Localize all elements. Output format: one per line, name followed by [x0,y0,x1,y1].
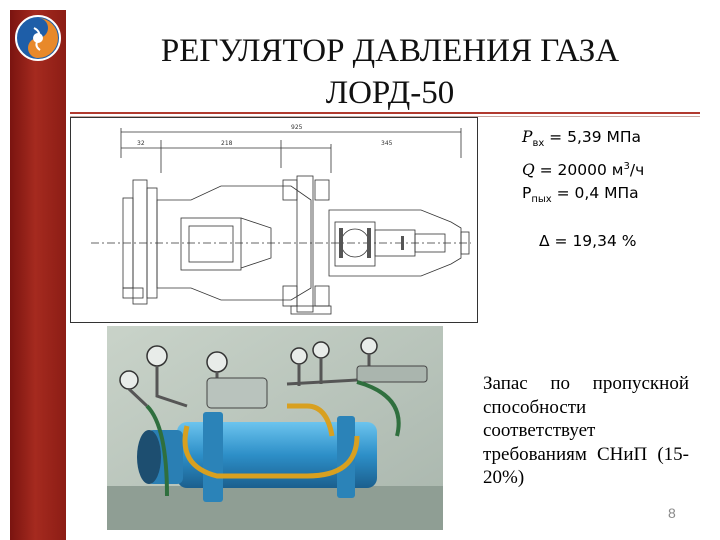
slide-title: РЕГУЛЯТОР ДАВЛЕНИЯ ГАЗА ЛОРД-50 [70,30,710,114]
param-flow-rate: Q = 20000 м3/ч [522,161,645,180]
title-divider [70,112,700,114]
title-line-2: ЛОРД-50 [325,75,455,111]
dimension-2: 218 [221,140,233,147]
parameters-block: Pвх = 5,39 МПа Q = 20000 м3/ч Pпых = 0,4… [522,126,644,211]
company-logo-icon [15,15,61,61]
technical-drawing: 925 32 218 345 [70,117,478,323]
dimension-1: 32 [137,140,145,147]
title-line-1: РЕГУЛЯТОР ДАВЛЕНИЯ ГАЗА [160,33,620,69]
dimension-3: 345 [381,140,393,147]
regulator-photo [107,326,443,530]
title-divider-thin [70,116,700,117]
capacity-note: Запас по пропускной способности соответс… [483,373,689,488]
regulator-section-drawing: 925 32 218 345 [91,124,471,315]
param-inlet-pressure: Pвх = 5,39 МПа [522,128,642,150]
dimension-overall: 925 [291,124,303,131]
sidebar-band [10,10,66,540]
param-delta: Δ = 19,34 % [539,232,637,250]
page-number: 8 [668,505,676,521]
param-outlet-pressure: Pпых = 0,4 МПа [522,184,639,206]
